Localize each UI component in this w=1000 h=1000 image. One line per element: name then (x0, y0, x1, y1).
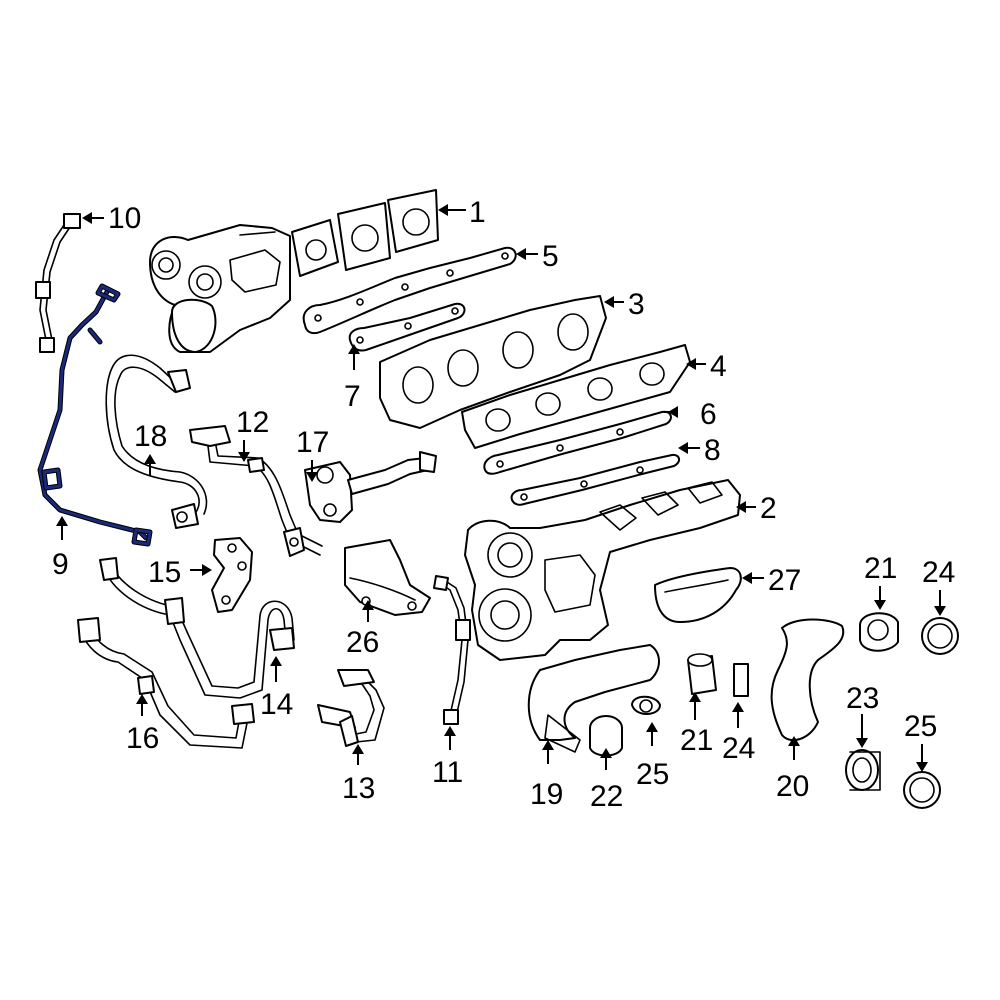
callout-8: 8 (704, 434, 721, 467)
highlighted-part-9 (37, 283, 153, 547)
callout-19: 19 (530, 778, 563, 811)
lower-turbo-manifold-2 (464, 479, 741, 661)
heat-shield-3 (379, 295, 607, 429)
callout-14: 14 (260, 688, 293, 721)
callout-24-mid: 24 (722, 732, 755, 765)
coupling-22 (589, 715, 623, 757)
gasket-8 (510, 453, 680, 506)
oil-line-18 (105, 354, 208, 529)
sensor-line-10 (35, 213, 81, 353)
heat-shield-27 (654, 567, 742, 623)
intake-hose-19 (527, 644, 660, 753)
heat-shield-26 (344, 539, 431, 616)
callout-9: 9 (52, 548, 69, 581)
clamp-24-right (921, 617, 959, 655)
callout-15: 15 (148, 556, 181, 589)
callout-16: 16 (126, 722, 159, 755)
pipe-13 (317, 669, 385, 747)
callout-12: 12 (236, 406, 269, 439)
callout-7: 7 (344, 380, 361, 413)
gasket-6 (483, 410, 672, 475)
callout-25-left: 25 (636, 758, 669, 791)
callout-18: 18 (134, 420, 167, 453)
callout-1: 1 (469, 196, 486, 229)
upper-manifold-gasket (291, 189, 439, 277)
clamp-25-right (903, 771, 941, 809)
callout-3: 3 (628, 288, 645, 321)
callout-23: 23 (846, 682, 879, 715)
callout-20: 20 (776, 770, 809, 803)
manifold-gasket-4 (461, 344, 691, 449)
coolant-pipe-17 (304, 451, 437, 523)
callout-4: 4 (710, 350, 727, 383)
callout-13: 13 (342, 772, 375, 805)
callout-2: 2 (760, 492, 777, 525)
callout-11: 11 (432, 756, 463, 789)
callout-5: 5 (542, 240, 559, 273)
callout-numbers: 1 2 3 4 5 6 7 8 9 10 11 12 13 14 15 16 1… (52, 196, 955, 813)
oil-line-12 (189, 425, 323, 557)
callout-21-mid: 21 (680, 724, 713, 757)
sensor-line-11 (433, 575, 471, 725)
coupling-23 (845, 749, 881, 791)
callout-21-right: 21 (864, 552, 897, 585)
bracket-15 (211, 537, 253, 613)
callout-22: 22 (590, 780, 623, 813)
coupling-21-right (859, 612, 899, 652)
callout-17: 17 (296, 426, 329, 459)
coupling-21-mid (687, 653, 717, 695)
clamp-25-left (631, 695, 661, 715)
callout-6: 6 (700, 398, 717, 431)
leader-lines (56, 204, 946, 772)
callout-27: 27 (768, 564, 801, 597)
upper-turbocharger (149, 224, 291, 353)
callout-26: 26 (346, 626, 379, 659)
callout-24-right: 24 (922, 556, 955, 589)
intake-hose-20 (770, 618, 845, 742)
clamp-24-mid (733, 663, 749, 697)
callout-10: 10 (108, 202, 141, 235)
callout-25-right: 25 (904, 710, 937, 743)
oil-line-14 (99, 557, 295, 699)
gasket-5 (302, 246, 517, 335)
oil-line-16 (77, 617, 255, 749)
